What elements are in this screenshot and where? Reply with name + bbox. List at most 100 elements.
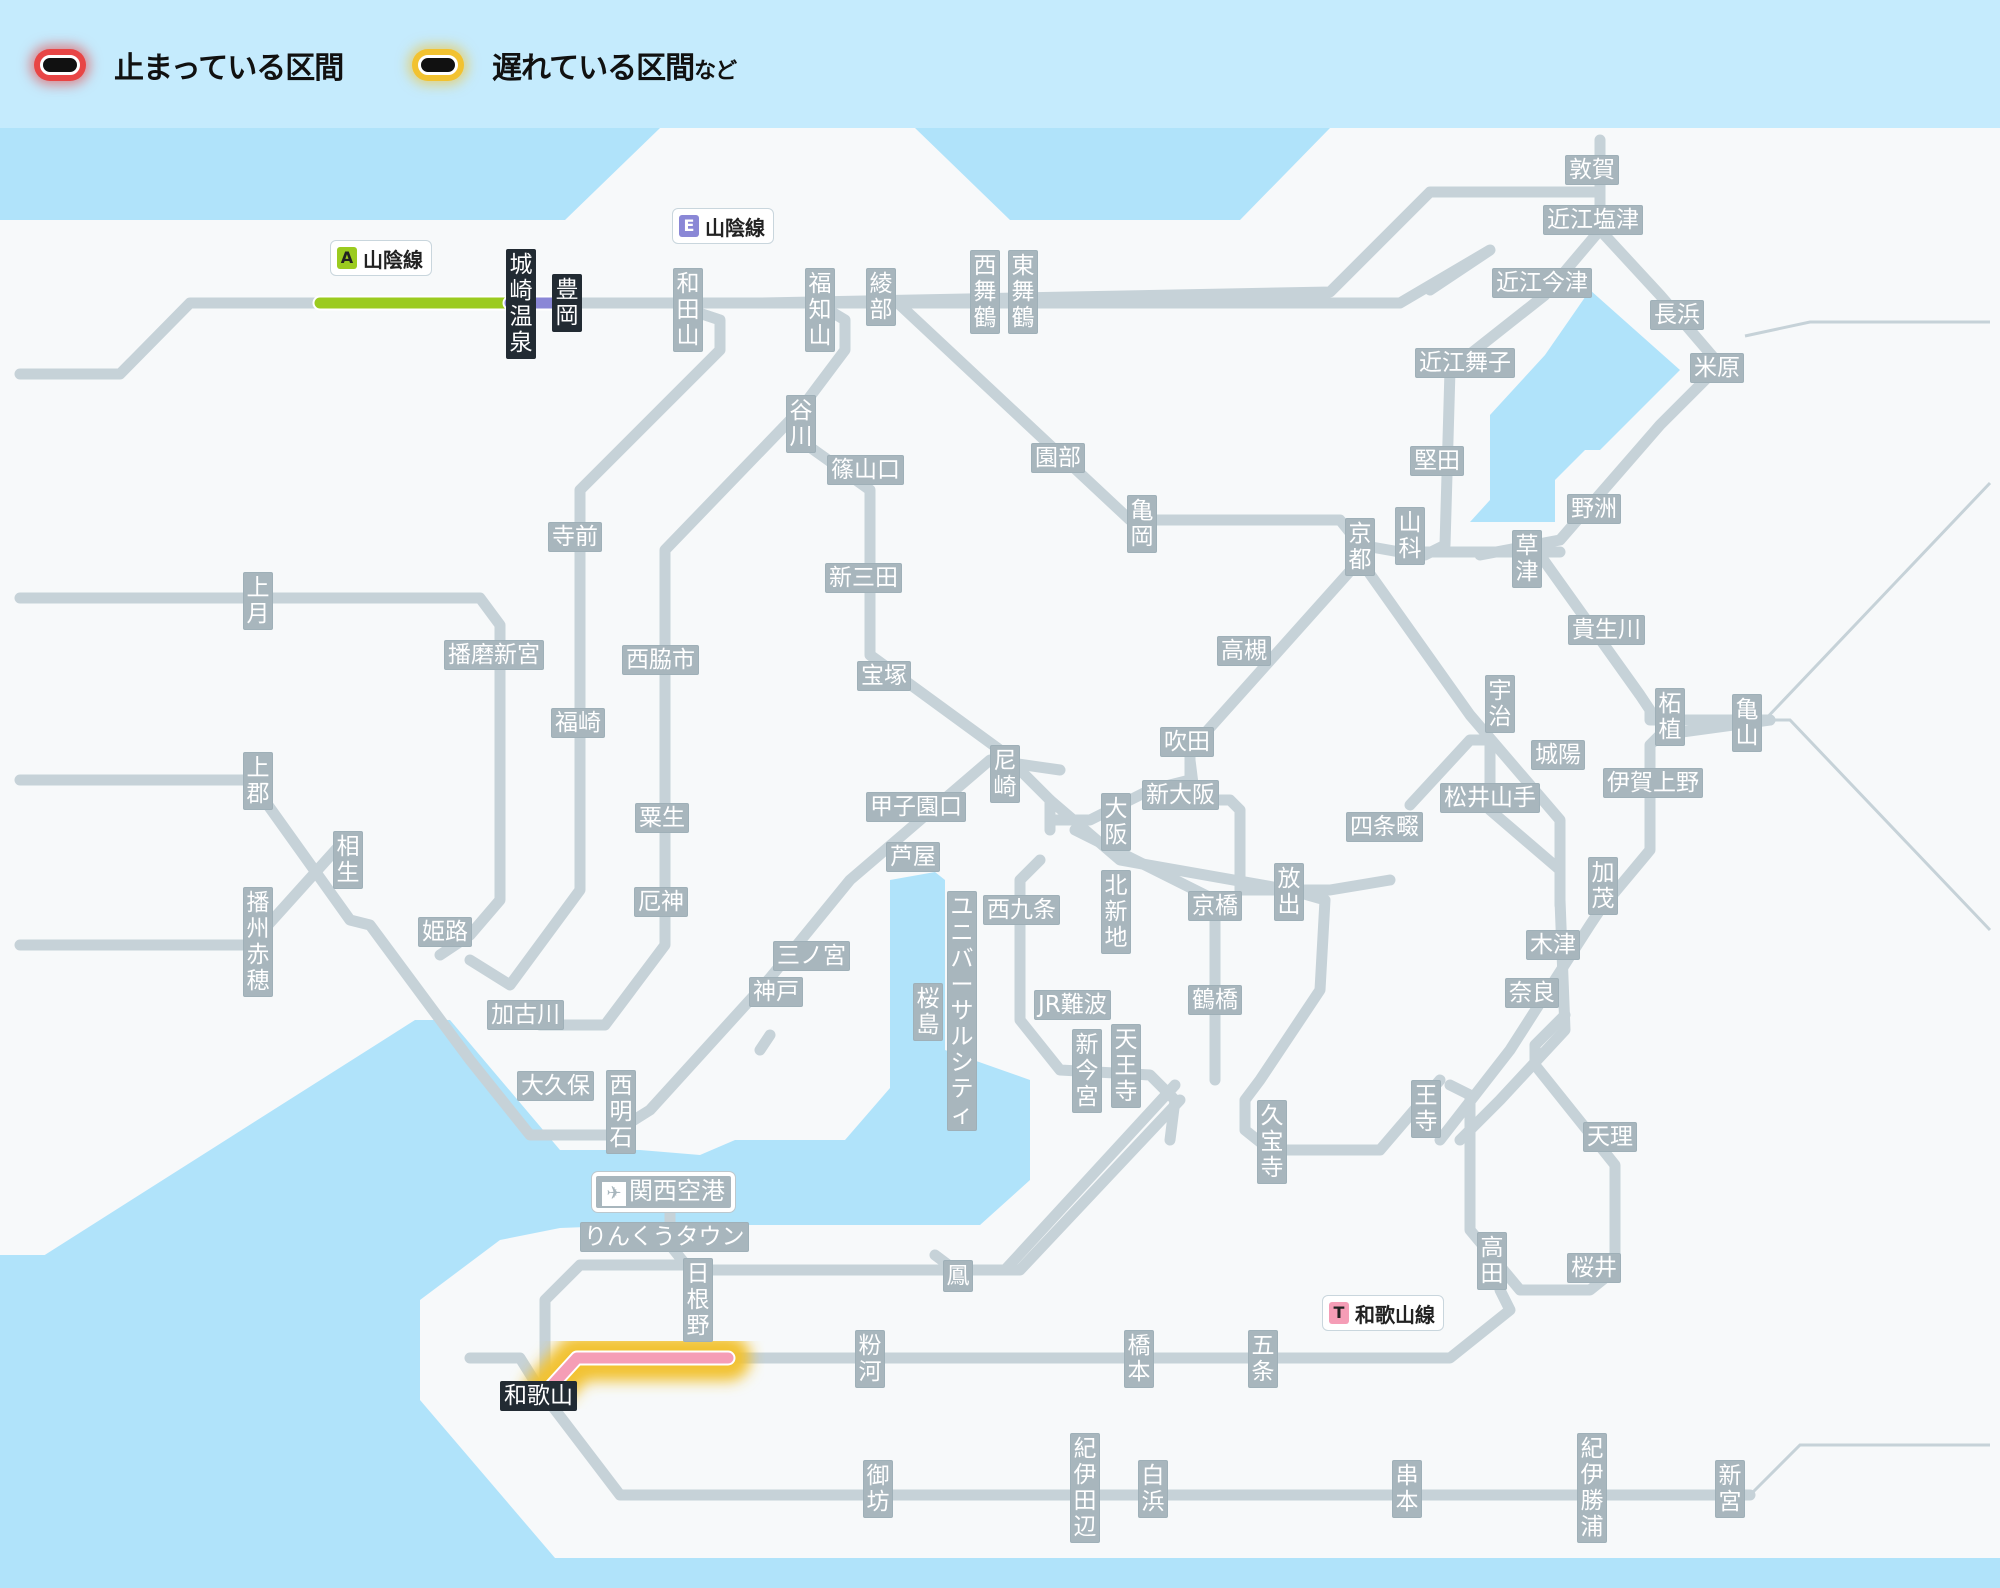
station-24[interactable]: 播磨新宮 (444, 640, 544, 670)
station-29[interactable]: 貴生川 (1568, 615, 1645, 645)
station-52[interactable]: 加茂 (1588, 857, 1618, 915)
station-59[interactable]: 桜島 (913, 983, 943, 1041)
station-82[interactable]: 紀伊田辺 (1070, 1433, 1100, 1543)
station-71[interactable]: ✈関西空港 (592, 1172, 735, 1212)
station-39[interactable]: 大阪 (1101, 793, 1131, 851)
station-4[interactable]: 綾部 (866, 268, 896, 326)
station-0[interactable]: 城崎温泉 (506, 249, 536, 359)
station-81[interactable]: 御坊 (863, 1460, 893, 1518)
station-67[interactable]: 天王寺 (1111, 1024, 1141, 1108)
station-72[interactable]: りんくうタウン (580, 1222, 749, 1252)
station-27[interactable]: 宝塚 (857, 661, 911, 691)
line-tag-a[interactable]: A 山陰線 (330, 240, 432, 276)
station-54[interactable]: 播州赤穂 (243, 887, 273, 997)
station-17[interactable]: 野洲 (1567, 494, 1621, 524)
station-86[interactable]: 新宮 (1715, 1460, 1745, 1518)
station-30[interactable]: 宇治 (1485, 675, 1515, 733)
station-name: 三ノ宮 (777, 943, 846, 969)
station-26[interactable]: 新三田 (825, 563, 902, 593)
station-32[interactable]: 亀山 (1732, 694, 1762, 752)
station-69[interactable]: 久宝寺 (1257, 1100, 1287, 1184)
station-47[interactable]: 北新地 (1101, 870, 1131, 954)
station-83[interactable]: 白浜 (1138, 1460, 1168, 1518)
station-8[interactable]: 近江塩津 (1543, 205, 1643, 235)
station-58[interactable]: 神戸 (749, 977, 803, 1007)
station-33[interactable]: 城陽 (1531, 740, 1585, 770)
station-77[interactable]: 和歌山 (500, 1381, 577, 1411)
station-name: 姫路 (422, 919, 468, 945)
station-6[interactable]: 東舞鶴 (1008, 250, 1038, 334)
station-38[interactable]: 甲子園口 (866, 792, 966, 822)
station-75[interactable]: 高田 (1477, 1232, 1507, 1290)
station-23[interactable]: 上月 (243, 572, 273, 630)
station-41[interactable]: 松井山手 (1440, 783, 1540, 813)
line-badge-icon: A (337, 247, 357, 269)
station-63[interactable]: 加古川 (487, 1000, 564, 1030)
station-9[interactable]: 近江今津 (1492, 268, 1592, 298)
station-46[interactable]: 芦屋 (886, 842, 940, 872)
station-40[interactable]: 四条畷 (1346, 812, 1423, 842)
station-12[interactable]: 近江舞子 (1415, 348, 1515, 378)
station-66[interactable]: 新今宮 (1072, 1029, 1102, 1113)
station-10[interactable]: 長浜 (1650, 300, 1704, 330)
station-62[interactable]: 奈良 (1505, 978, 1559, 1008)
station-13[interactable]: 堅田 (1410, 446, 1464, 476)
station-42[interactable]: 福崎 (551, 708, 605, 738)
station-60[interactable]: JR難波 (1034, 990, 1111, 1020)
station-73[interactable]: 日根野 (683, 1258, 713, 1342)
line-name: 山陰線 (363, 247, 423, 272)
track-segment (14, 754, 1066, 1141)
station-14[interactable]: 山科 (1395, 507, 1425, 565)
station-25[interactable]: 西脇市 (622, 645, 699, 675)
station-22[interactable]: 寺前 (548, 522, 602, 552)
station-57[interactable]: 三ノ宮 (773, 941, 850, 971)
station-44[interactable]: 相生 (333, 831, 363, 889)
station-31[interactable]: 柘植 (1655, 688, 1685, 746)
station-78[interactable]: 粉河 (855, 1330, 885, 1388)
station-20[interactable]: 園部 (1031, 443, 1085, 473)
station-80[interactable]: 五条 (1248, 1330, 1278, 1388)
station-28[interactable]: 高槻 (1217, 636, 1271, 666)
station-65[interactable]: 西明石 (606, 1070, 636, 1154)
station-61[interactable]: 鶴橋 (1188, 985, 1242, 1015)
station-1[interactable]: 豊岡 (552, 274, 582, 332)
station-85[interactable]: 紀伊勝浦 (1577, 1433, 1607, 1543)
station-name: 天理 (1587, 1124, 1633, 1150)
station-50[interactable]: 西九条 (983, 895, 1060, 925)
station-53[interactable]: 木津 (1526, 930, 1580, 960)
station-16[interactable]: 草津 (1512, 530, 1542, 588)
lake-biwa (1470, 290, 1680, 522)
station-56[interactable]: 厄神 (634, 887, 688, 917)
station-18[interactable]: 谷川 (786, 395, 816, 453)
station-36[interactable]: 新大阪 (1142, 780, 1219, 810)
station-15[interactable]: 京都 (1345, 518, 1375, 576)
station-19[interactable]: 篠山口 (827, 455, 904, 485)
station-35[interactable]: 吹田 (1160, 727, 1214, 757)
station-7[interactable]: 敦賀 (1565, 155, 1619, 185)
station-68[interactable]: 王寺 (1411, 1080, 1441, 1138)
station-43[interactable]: 上郡 (243, 752, 273, 810)
station-84[interactable]: 串本 (1392, 1460, 1422, 1518)
station-3[interactable]: 福知山 (805, 268, 835, 352)
station-51[interactable]: ユニバーサルシティ (947, 891, 977, 1131)
station-55[interactable]: 姫路 (418, 917, 472, 947)
station-name: 山科 (1398, 510, 1422, 562)
station-5[interactable]: 西舞鶴 (970, 250, 1000, 334)
station-79[interactable]: 橋本 (1124, 1330, 1154, 1388)
station-64[interactable]: 大久保 (517, 1071, 594, 1101)
station-21[interactable]: 亀岡 (1127, 495, 1157, 553)
station-74[interactable]: 鳳 (943, 1260, 973, 1292)
station-48[interactable]: 京橋 (1188, 891, 1242, 921)
station-70[interactable]: 天理 (1583, 1122, 1637, 1152)
station-45[interactable]: 粟生 (635, 803, 689, 833)
station-34[interactable]: 伊賀上野 (1603, 768, 1703, 798)
station-2[interactable]: 和田山 (673, 268, 703, 352)
station-76[interactable]: 桜井 (1567, 1253, 1621, 1283)
station-11[interactable]: 米原 (1690, 353, 1744, 383)
delayed-segment-wakayama[interactable] (540, 1352, 734, 1398)
station-37[interactable]: 尼崎 (990, 745, 1020, 803)
station-49[interactable]: 放出 (1274, 863, 1304, 921)
